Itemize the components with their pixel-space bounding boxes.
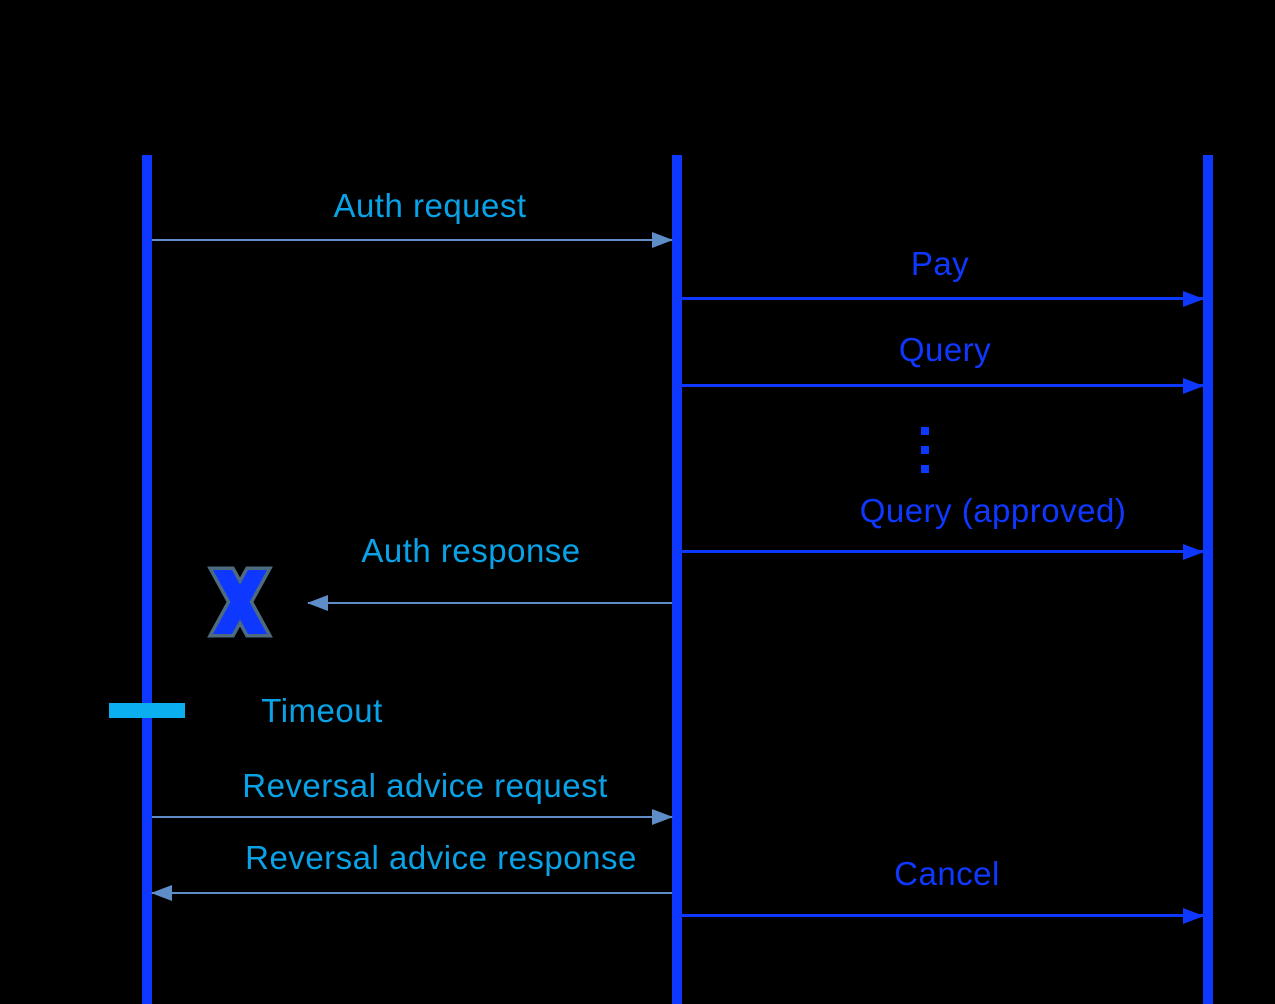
reversal-advice-response-label: Reversal advice response bbox=[245, 839, 637, 876]
arrowhead-right-icon bbox=[1183, 908, 1204, 924]
lifeline-right bbox=[1203, 155, 1213, 1004]
query-label: Query bbox=[898, 331, 992, 368]
auth-request-label: Auth request bbox=[333, 187, 527, 224]
timeout-marker bbox=[109, 703, 185, 718]
arrow-shaft bbox=[152, 239, 672, 241]
query-approved-label: Query (approved) bbox=[859, 492, 1127, 529]
arrowhead-left-icon bbox=[307, 595, 328, 611]
auth-response-label: Auth response bbox=[361, 532, 581, 569]
arrow-shaft bbox=[152, 816, 672, 818]
arrowhead-right-icon bbox=[1183, 378, 1204, 394]
reversal-advice-request-label: Reversal advice request bbox=[242, 767, 608, 804]
arrowhead-left-icon bbox=[151, 885, 172, 901]
timeout-label: Timeout bbox=[261, 692, 383, 729]
arrowhead-right-icon bbox=[652, 809, 673, 825]
x-icon bbox=[207, 566, 273, 638]
arrow-shaft bbox=[152, 892, 672, 894]
arrowhead-right-icon bbox=[652, 232, 673, 248]
arrow-shaft bbox=[682, 550, 1203, 553]
lifeline-left bbox=[142, 155, 152, 1004]
arrow-shaft bbox=[682, 914, 1203, 917]
arrow-shaft bbox=[308, 602, 672, 604]
vertical-ellipsis-icon bbox=[921, 427, 929, 484]
arrowhead-right-icon bbox=[1183, 544, 1204, 560]
pay-label: Pay bbox=[910, 245, 970, 282]
arrow-shaft bbox=[682, 384, 1203, 387]
cancel-label: Cancel bbox=[894, 855, 1000, 892]
arrow-shaft bbox=[682, 297, 1203, 300]
lifeline-middle bbox=[672, 155, 682, 1004]
arrowhead-right-icon bbox=[1183, 291, 1204, 307]
